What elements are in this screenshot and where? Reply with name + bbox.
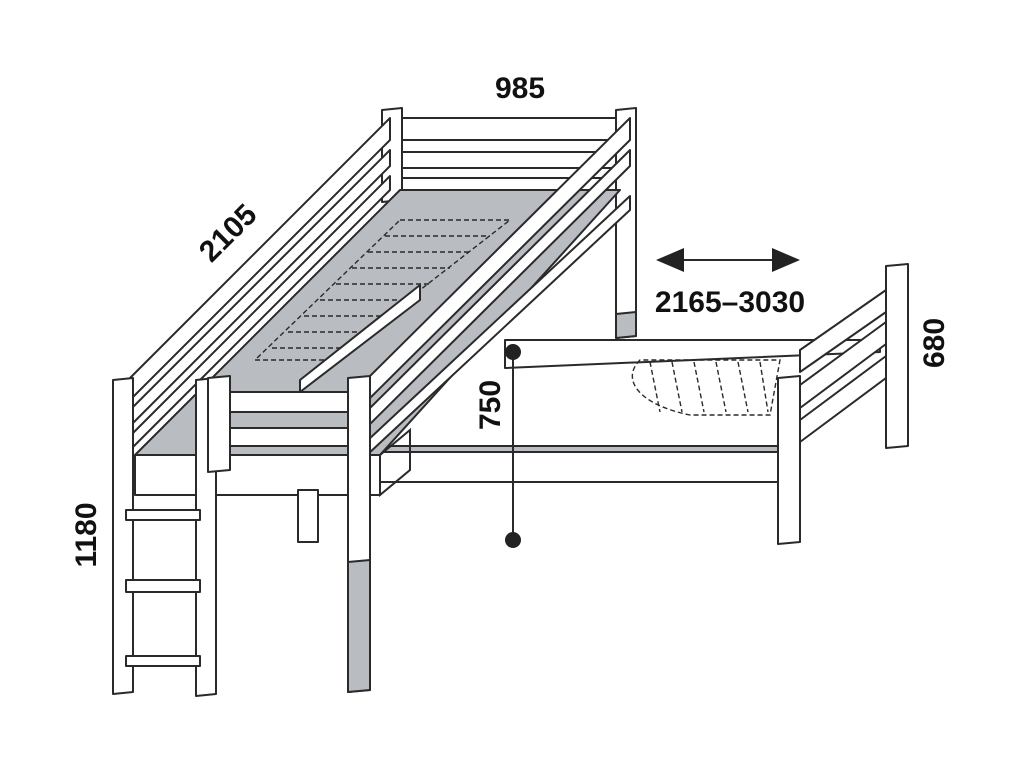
double-arrow bbox=[656, 248, 800, 272]
height-marker-750 bbox=[505, 344, 521, 548]
upper-bed bbox=[112, 107, 637, 697]
dim-width-lower: 680 bbox=[918, 318, 951, 368]
dim-total-height: 1180 bbox=[70, 502, 103, 567]
lower-bed-slats bbox=[631, 359, 781, 416]
dim-lower-height: 750 bbox=[474, 380, 507, 430]
dim-width-top: 985 bbox=[495, 72, 545, 105]
dim-length-adjustable: 2165–3030 bbox=[655, 286, 805, 319]
lower-bed bbox=[369, 263, 909, 545]
